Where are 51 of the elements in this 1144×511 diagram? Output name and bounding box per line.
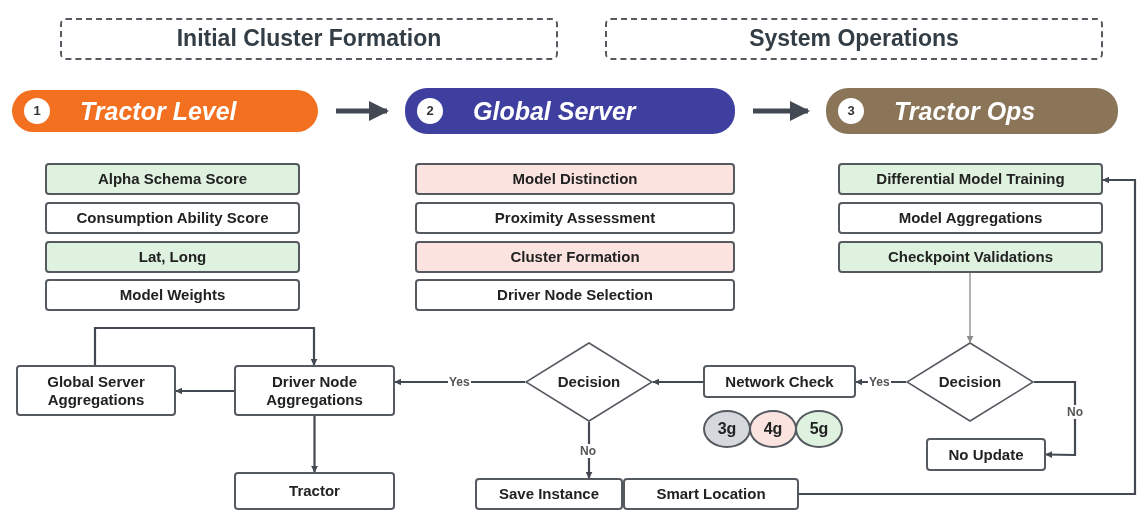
process-box: Global Server Aggregations — [16, 365, 176, 416]
stage-title: Global Server — [473, 96, 636, 126]
process-box: Model Weights — [45, 279, 300, 311]
process-box: Smart Location — [623, 478, 799, 510]
edge-label: No — [579, 444, 597, 458]
stage-header — [826, 88, 1118, 134]
process-box: Save Instance — [475, 478, 623, 510]
stage-title: Tractor Level — [80, 96, 237, 126]
network-badge: 4g — [749, 410, 797, 448]
process-box: Cluster Formation — [415, 241, 735, 273]
arrow — [336, 101, 389, 121]
section-heading-box: System Operations — [605, 18, 1103, 60]
process-box: Alpha Schema Score — [45, 163, 300, 195]
process-box: Proximity Assessment — [415, 202, 735, 234]
process-box: Differential Model Training — [838, 163, 1103, 195]
network-badge: 5g — [795, 410, 843, 448]
step-number: 1 — [24, 98, 50, 124]
stage-title: Tractor Ops — [894, 96, 1036, 126]
arrow — [753, 101, 810, 121]
arrow — [175, 387, 234, 395]
arrow — [311, 416, 318, 473]
process-box: Lat, Long — [45, 241, 300, 273]
arrow — [394, 378, 525, 386]
stage-header — [12, 90, 318, 132]
section-heading-box: Initial Cluster Formation — [60, 18, 558, 60]
process-box: No Update — [926, 438, 1046, 471]
edge-label: Yes — [448, 375, 471, 389]
process-box: Model Distinction — [415, 163, 735, 195]
process-box: Model Aggregations — [838, 202, 1103, 234]
decision-label: Decision — [938, 373, 1002, 391]
decision-diamond — [525, 342, 653, 422]
arrow — [585, 422, 593, 479]
process-box: Driver Node Selection — [415, 279, 735, 311]
arrow — [799, 176, 1137, 496]
edge-label: Yes — [868, 375, 891, 389]
process-box: Tractor — [234, 472, 395, 510]
arrow — [652, 378, 703, 386]
arrow — [93, 326, 318, 366]
arrow — [1034, 380, 1077, 459]
edge-label: No — [1066, 405, 1084, 419]
stage-header — [405, 88, 735, 134]
decision-label: Decision — [557, 373, 621, 391]
network-badge: 3g — [703, 410, 751, 448]
process-box: Driver Node Aggregations — [234, 365, 395, 416]
arrow — [966, 272, 974, 343]
process-box: Consumption Ability Score — [45, 202, 300, 234]
decision-diamond — [906, 342, 1034, 422]
step-number: 3 — [838, 98, 864, 124]
step-number: 2 — [417, 98, 443, 124]
process-box: Checkpoint Validations — [838, 241, 1103, 273]
process-box: Network Check — [703, 365, 856, 398]
